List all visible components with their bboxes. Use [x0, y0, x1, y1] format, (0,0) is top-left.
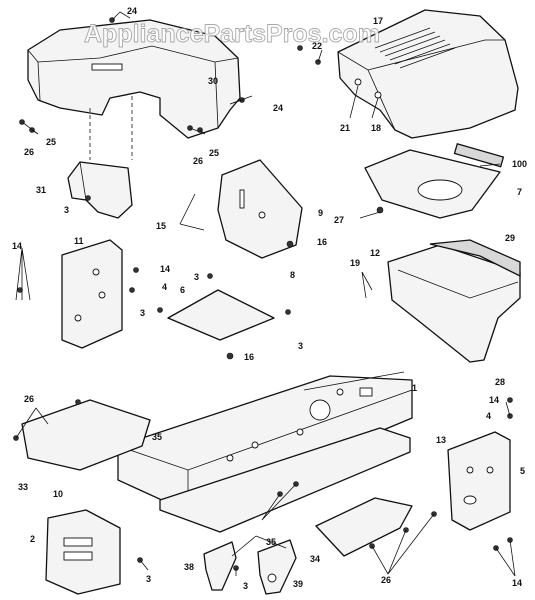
- part-11-left-side-panel: [61, 239, 123, 349]
- callout-label: 19: [350, 258, 360, 268]
- callout-label: 24: [273, 103, 283, 113]
- callout-label: 30: [208, 76, 218, 86]
- part-1-frame: [117, 375, 413, 533]
- callout-label: 15: [156, 221, 166, 231]
- callout-label: 12: [370, 248, 380, 258]
- callout-label: 26: [193, 156, 203, 166]
- callout-label: 8: [290, 270, 295, 280]
- callout-label: 22: [312, 41, 322, 51]
- callout-label: 14: [512, 578, 522, 588]
- callout-label: 4: [486, 411, 491, 421]
- callout-label: 14: [489, 395, 499, 405]
- callout-label: 26: [24, 147, 34, 157]
- callout-label: 33: [18, 482, 28, 492]
- callout-label: 1: [412, 383, 417, 393]
- watermark-text: AppliancePartsPros.com: [84, 20, 380, 48]
- callout-label: 26: [24, 394, 34, 404]
- callout-label: 2: [30, 534, 35, 544]
- callout-label: 27: [334, 215, 344, 225]
- callout-label: 14: [12, 241, 22, 251]
- callout-labels: 24 22 17 30 24 25 26 25 26 18 21 31 3 15…: [12, 6, 527, 591]
- callout-label: 35: [266, 537, 276, 547]
- callout-label: 4: [162, 282, 167, 292]
- part-39-bracket: [257, 539, 297, 595]
- callout-label: 25: [46, 137, 56, 147]
- callout-label: 16: [244, 352, 254, 362]
- part-34-foot-rest: [315, 497, 413, 557]
- hood-grille-vents: [374, 27, 456, 69]
- part-2-front-panel: [45, 509, 121, 595]
- callout-label: 31: [36, 185, 46, 195]
- callout-label: 21: [340, 123, 350, 133]
- callout-label: 3: [146, 574, 151, 584]
- callout-label: 24: [127, 6, 137, 16]
- callout-label: 9: [318, 208, 323, 218]
- callout-label: 3: [243, 581, 248, 591]
- callout-label: 100: [512, 159, 527, 169]
- callout-label: 11: [74, 236, 84, 246]
- callout-label: 6: [180, 285, 185, 295]
- leader-lines: [15, 11, 516, 577]
- callout-label: 34: [310, 554, 320, 564]
- callout-label: 13: [436, 435, 446, 445]
- callout-label: 3: [140, 308, 145, 318]
- callout-label: 5: [520, 466, 525, 476]
- callout-label: 26: [381, 575, 391, 585]
- callout-label: 39: [293, 579, 303, 589]
- callout-label: 3: [298, 341, 303, 351]
- callout-label: 28: [495, 377, 505, 387]
- callout-label: 3: [194, 272, 199, 282]
- part-31-bracket: [67, 161, 133, 219]
- part-13-right-side-panel: [447, 431, 511, 531]
- part-6-plate: [167, 289, 275, 341]
- callout-label: 18: [371, 123, 381, 133]
- callout-label: 14: [160, 264, 170, 274]
- part-28-29-front-nose: [387, 239, 521, 363]
- callout-label: 16: [317, 237, 327, 247]
- callout-label: 17: [373, 16, 383, 26]
- callout-label: 35: [152, 432, 162, 442]
- part-33-foot-plate: [21, 399, 151, 471]
- callout-label: 7: [517, 187, 522, 197]
- part-17-hood: [337, 9, 519, 139]
- callout-label: 38: [184, 562, 194, 572]
- part-9-dash-panel: [217, 159, 303, 259]
- part-30-rear-fender: [27, 19, 241, 160]
- callout-label: 29: [505, 233, 515, 243]
- callout-label: 10: [53, 489, 63, 499]
- callout-label: 3: [64, 205, 69, 215]
- callout-label: 25: [209, 148, 219, 158]
- part-38-bracket: [203, 541, 237, 591]
- part-7-hood-plate: [364, 143, 505, 219]
